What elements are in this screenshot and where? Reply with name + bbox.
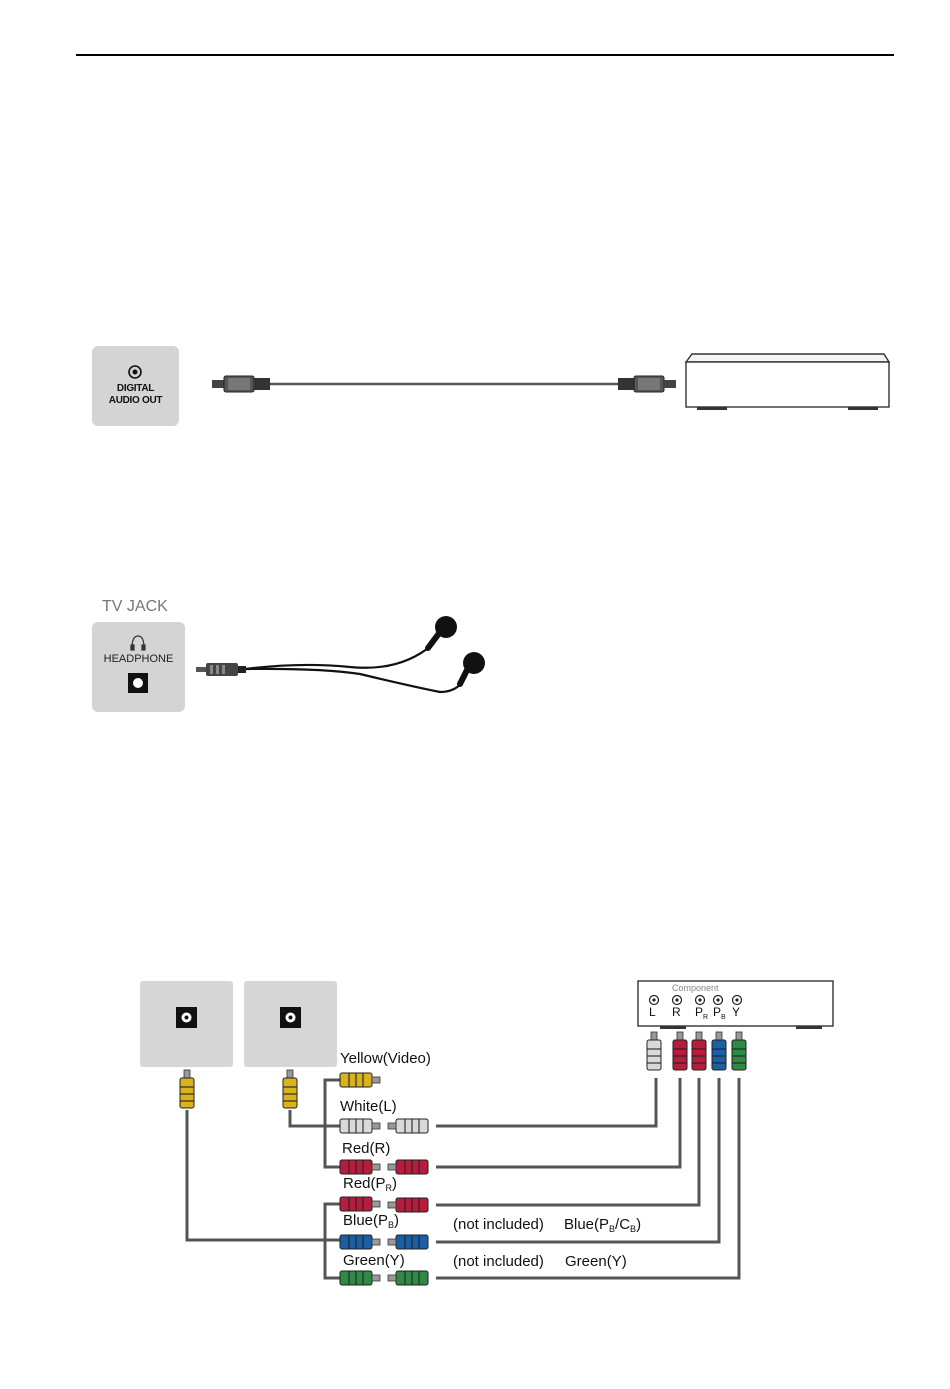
route-panel1 [187, 1110, 340, 1240]
white-plug-left [340, 1119, 380, 1133]
red-pr-text: Red(P [343, 1175, 386, 1192]
blue-right-mid: /C [615, 1216, 630, 1233]
route-white [436, 1078, 656, 1126]
tv-jack-heading: TV JACK [102, 598, 168, 616]
tv-jack-panel-2 [244, 981, 337, 1067]
blue-plug-left [340, 1235, 380, 1249]
blue-pb-end: ) [394, 1212, 399, 1229]
optical-plug-right [618, 376, 676, 392]
comp-white-plug [647, 1032, 661, 1070]
port-y-label: Y [732, 1005, 740, 1019]
not-included-2: (not included) [453, 1253, 544, 1270]
port-pr-label: PR [695, 1005, 708, 1021]
digital-audio-out-label: DIGITAL AUDIO OUT [92, 383, 179, 407]
green-plug-right [388, 1271, 428, 1285]
label-white-l: White(L) [340, 1098, 397, 1115]
yellow-plug-left [340, 1073, 380, 1087]
label-blue-pb: Blue(PB) [343, 1212, 399, 1230]
rca-plugs [180, 1032, 746, 1285]
blue-pb-text: Blue(P [343, 1212, 388, 1229]
digital-label-line2: AUDIO OUT [92, 395, 179, 407]
label-red-r: Red(R) [342, 1140, 390, 1157]
port-pb-label: PB [713, 1005, 726, 1021]
port-r-label: R [672, 1005, 681, 1019]
white-plug-right [388, 1119, 428, 1133]
blue-right-text: Blue(P [564, 1216, 609, 1233]
port-y-socket [733, 996, 742, 1005]
cable-routes [187, 1078, 739, 1278]
port-pr-socket-pin [698, 998, 701, 1001]
route-yellow-red [325, 1080, 340, 1167]
comp-pr-plug [692, 1032, 706, 1070]
port-pr-socket [696, 996, 705, 1005]
route-pr [436, 1078, 699, 1205]
earbud-1 [428, 616, 457, 648]
port-l-socket [650, 996, 659, 1005]
headphone-plug [196, 663, 246, 676]
port-r-socket-pin [675, 998, 678, 1001]
red-plug-right [388, 1160, 428, 1174]
port-l-socket-pin [652, 998, 655, 1001]
pr-plug-left [340, 1197, 380, 1211]
port-pb-socket [714, 996, 723, 1005]
blue-right-end: ) [636, 1216, 641, 1233]
digital-label-line1: DIGITAL [92, 383, 179, 395]
port-l-label: L [649, 1005, 656, 1019]
port-y-socket-pin [735, 998, 738, 1001]
route-green [436, 1078, 739, 1278]
header-rule [76, 54, 894, 56]
component-ports [650, 996, 742, 1005]
earbud-2 [460, 652, 485, 684]
pr-plug-right [388, 1198, 428, 1212]
label-green-y: Green(Y) [343, 1252, 405, 1269]
optical-plug-left [212, 376, 270, 392]
route-red [436, 1078, 680, 1167]
label-blue-pb-cb: Blue(PB/CB) [564, 1216, 641, 1234]
not-included-1: (not included) [453, 1216, 544, 1233]
label-yellow-video: Yellow(Video) [340, 1050, 431, 1067]
route-panel2 [290, 1110, 340, 1126]
component-box-label: Component [672, 983, 719, 993]
red-plug-left [340, 1160, 380, 1174]
label-red-pr: Red(PR) [343, 1175, 397, 1193]
port-pr-sub: R [703, 1014, 708, 1021]
tv-jack-panel-1 [140, 981, 233, 1067]
red-pr-end: ) [392, 1175, 397, 1192]
headphone-jack-label: HEADPHONE [92, 653, 185, 665]
port-pb-sub: B [721, 1014, 726, 1021]
comp-green-plug [732, 1032, 746, 1070]
comp-blue-plug [712, 1032, 726, 1070]
headphone-cable-1 [246, 645, 432, 669]
comp-red-plug [673, 1032, 687, 1070]
blue-plug-right [388, 1235, 428, 1249]
green-plug-left [340, 1271, 380, 1285]
panel1-yellow-plug [180, 1070, 194, 1108]
audio-receiver-device [686, 354, 889, 410]
panel2-yellow-plug [283, 1070, 297, 1108]
route-pr-green [325, 1204, 340, 1278]
headphone-cable-2 [246, 669, 464, 692]
port-pb-socket-pin [716, 998, 719, 1001]
label-green-right: Green(Y) [565, 1253, 627, 1270]
port-r-socket [673, 996, 682, 1005]
headphone-panel [92, 622, 185, 712]
